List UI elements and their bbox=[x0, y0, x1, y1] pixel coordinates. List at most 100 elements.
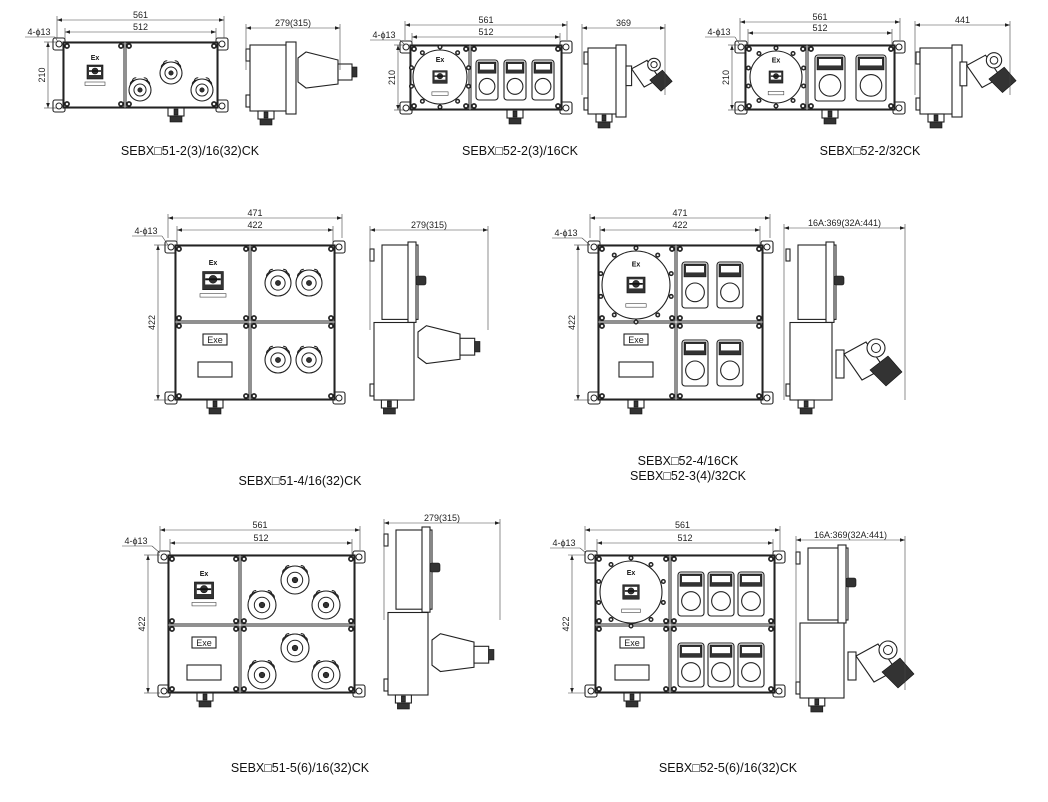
mounting-hole-icon bbox=[590, 394, 598, 402]
mounting-hole-label: 4-ϕ13 bbox=[124, 536, 147, 546]
module-socket-icon bbox=[720, 282, 740, 303]
side-bracket bbox=[795, 551, 801, 565]
exe-label: Exe bbox=[196, 638, 212, 648]
bolt-center bbox=[889, 104, 893, 108]
bolt-center bbox=[662, 580, 665, 583]
side-lower-body bbox=[799, 622, 845, 699]
indicator-window bbox=[186, 664, 222, 681]
indicator-window bbox=[618, 361, 654, 378]
bolt-center bbox=[467, 85, 470, 88]
dimension-arrow bbox=[57, 18, 62, 22]
side-body bbox=[587, 47, 619, 115]
mounting-hole-icon bbox=[737, 104, 745, 112]
cable-gland-nut bbox=[633, 400, 639, 408]
bolt-center bbox=[664, 619, 668, 623]
module-lid-window bbox=[712, 576, 730, 583]
bolt-center bbox=[127, 102, 131, 106]
exe-label-frame bbox=[619, 636, 645, 649]
module-socket-icon bbox=[478, 77, 496, 95]
bolt-center bbox=[747, 84, 750, 87]
dimension-arrow bbox=[335, 26, 340, 30]
bolt-center bbox=[467, 66, 470, 69]
dimension-arrow bbox=[796, 538, 801, 542]
side-body bbox=[919, 47, 955, 115]
mounting-hole-icon bbox=[587, 687, 595, 695]
cable-gland-base bbox=[629, 407, 643, 415]
bolt-center bbox=[635, 247, 637, 249]
socket-face bbox=[253, 666, 271, 684]
dimension-arrow bbox=[170, 541, 175, 545]
bolt-center bbox=[599, 272, 602, 275]
dimension-arrow bbox=[900, 538, 905, 542]
socket-pin bbox=[291, 644, 299, 652]
bolt-center bbox=[234, 687, 238, 691]
dimension-arrow bbox=[405, 23, 410, 27]
bolt-center bbox=[672, 687, 676, 691]
side-plug-body bbox=[431, 633, 475, 673]
bolt-center bbox=[670, 247, 674, 251]
side-bracket bbox=[383, 678, 389, 692]
panel-cover bbox=[250, 322, 335, 400]
side-knob bbox=[415, 275, 427, 286]
bolt-center bbox=[244, 316, 248, 320]
socket-face bbox=[253, 596, 271, 614]
bolt-center bbox=[170, 687, 174, 691]
mounting-hole-icon bbox=[55, 40, 63, 48]
side-plug-ring-inner bbox=[650, 60, 658, 69]
dimension-arrow bbox=[768, 541, 773, 545]
socket-face bbox=[195, 83, 209, 97]
panel-cover bbox=[168, 625, 240, 693]
bolt-center bbox=[556, 47, 560, 51]
bolt-center bbox=[599, 295, 602, 298]
bolt-center bbox=[170, 557, 174, 561]
mounting-hole-label: 4-ϕ13 bbox=[554, 228, 577, 238]
ex-mark: Ex bbox=[436, 57, 445, 64]
side-bracket bbox=[785, 248, 791, 262]
dimension-label: 369 bbox=[616, 18, 631, 28]
side-plug-body bbox=[417, 325, 461, 365]
dimension-arrow bbox=[730, 45, 734, 50]
side-plug-nut bbox=[351, 66, 358, 78]
module-lid-window bbox=[721, 266, 739, 273]
bolt-center bbox=[630, 625, 632, 627]
socket-pin bbox=[258, 601, 266, 609]
mounting-hole-icon bbox=[775, 687, 783, 695]
panel-cover bbox=[240, 625, 355, 693]
bolt-center bbox=[349, 619, 353, 623]
dimension-arrow bbox=[65, 30, 70, 34]
mounting-hole-icon bbox=[218, 40, 226, 48]
bolt-center bbox=[792, 99, 795, 102]
dimension-label: 16A:369(32A:441) bbox=[814, 530, 887, 540]
side-plug-ring-inner bbox=[883, 645, 893, 655]
leader-line bbox=[151, 545, 161, 554]
side-plug-gland bbox=[988, 66, 1017, 94]
socket-pin bbox=[306, 280, 312, 286]
dimension-label: 471 bbox=[247, 208, 262, 218]
side-bracket bbox=[795, 681, 801, 695]
side-socket-base bbox=[835, 349, 845, 379]
side-plug-ring bbox=[985, 52, 1003, 69]
dimension-arrow bbox=[146, 555, 150, 560]
bolt-center bbox=[597, 601, 600, 604]
bolt-center bbox=[757, 394, 761, 398]
module-lid-window bbox=[682, 576, 700, 583]
dimension-arrow bbox=[784, 226, 789, 230]
bolt-center bbox=[170, 619, 174, 623]
side-socket-base bbox=[625, 65, 633, 87]
bolt-center bbox=[177, 247, 181, 251]
dimension-arrow bbox=[146, 688, 150, 693]
bolt-center bbox=[234, 619, 238, 623]
cable-gland-nut bbox=[827, 110, 833, 118]
socket-pin bbox=[199, 87, 205, 93]
side-lower-body bbox=[789, 321, 833, 401]
bolt-center bbox=[252, 247, 256, 251]
mounting-hole-label: 4-ϕ13 bbox=[707, 27, 730, 37]
side-plug-gland bbox=[869, 355, 903, 387]
side-socket-base bbox=[847, 651, 857, 681]
exe-label: Exe bbox=[628, 335, 644, 345]
bolt-center bbox=[630, 557, 632, 559]
drawing-sebx51-2: Ex5615122104-ϕ13279(315)SEBX□51-2(3)/16(… bbox=[25, 10, 358, 158]
dimension-arrow bbox=[347, 541, 352, 545]
dimension-label: 441 bbox=[955, 15, 970, 25]
side-bracket bbox=[245, 94, 251, 108]
